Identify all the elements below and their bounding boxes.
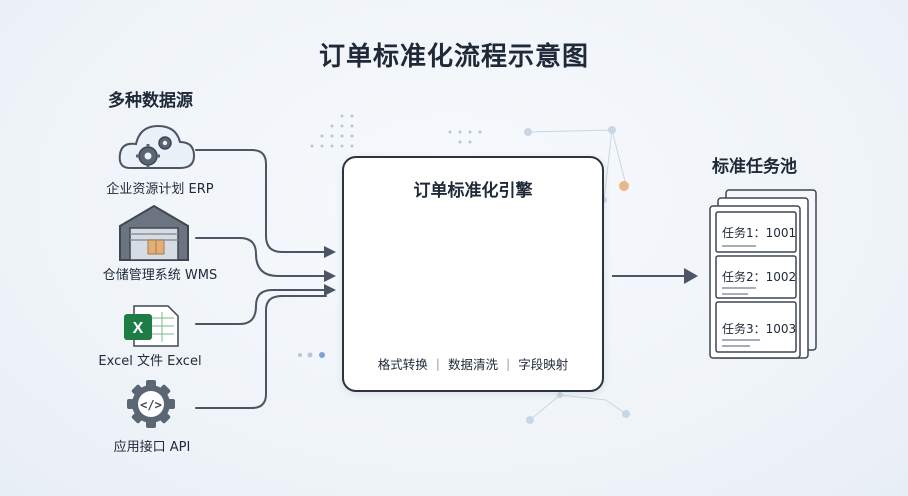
svg-text:X: X [133,320,144,337]
pool-title: 标准任务池 [712,157,797,177]
engine-box: 订单标准化引擎 格式转换 | 数据清洗 | 字段映射 [342,156,604,392]
sources-title: 多种数据源 [108,91,193,111]
excel-file-icon: X [124,305,179,347]
feature-field-mapping: 字段映射 [518,357,569,372]
cloud-gears-icon [118,124,196,169]
warehouse-icon [119,204,189,261]
source-label-api: 应用接口 API [113,440,191,455]
task-item-1: 任务1：1001 [722,226,797,240]
source-label-wms: 仓储管理系统 WMS [102,268,218,283]
feature-separator: | [435,356,440,371]
task-stack [709,189,817,359]
decor-nodes [524,126,630,424]
feature-format-conversion: 格式转换 [377,357,428,372]
connector-arrowheads [324,246,336,296]
decor-orange-node [619,181,629,191]
api-gear-icon: </> [127,380,175,428]
svg-text:</>: </> [140,398,162,412]
source-label-excel: Excel 文件 Excel [98,354,202,369]
feature-data-cleaning: 数据清洗 [447,357,498,372]
source-label-erp: 企业资源计划 ERP [106,182,214,197]
engine-features: 格式转换 | 数据清洗 | 字段映射 [344,354,602,373]
task-item-3: 任务3：1003 [722,322,797,336]
source-connectors [195,149,327,409]
diagram-title: 订单标准化流程示意图 [318,42,589,72]
decor-network [527,129,627,421]
decor-dots [298,114,482,358]
engine-title: 订单标准化引擎 [413,181,533,201]
task-item-2: 任务2：1002 [722,270,797,284]
feature-separator: | [506,356,511,371]
output-arrowhead [684,268,698,284]
